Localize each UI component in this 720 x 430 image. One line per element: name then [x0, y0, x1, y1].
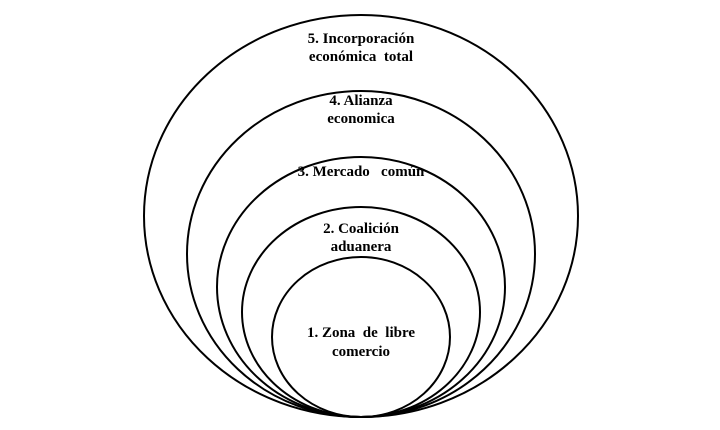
- label-level-5-line-2: económica total: [309, 49, 413, 65]
- label-level-2-line-1: 2. Coalición: [323, 221, 399, 237]
- label-level-5-line-1: 5. Incorporación: [308, 31, 415, 47]
- label-level-4-line-2: economica: [327, 111, 395, 127]
- label-level-1-line-1: 1. Zona de libre: [307, 325, 415, 341]
- label-level-3-line-1: 3. Mercado común: [298, 164, 425, 180]
- label-level-1-line-2: comercio: [332, 344, 390, 360]
- ring-level-1: [271, 256, 451, 418]
- label-level-2-line-2: aduanera: [331, 239, 392, 255]
- ring-level-3: [216, 156, 506, 418]
- label-level-4-line-1: 4. Alianza: [329, 93, 393, 109]
